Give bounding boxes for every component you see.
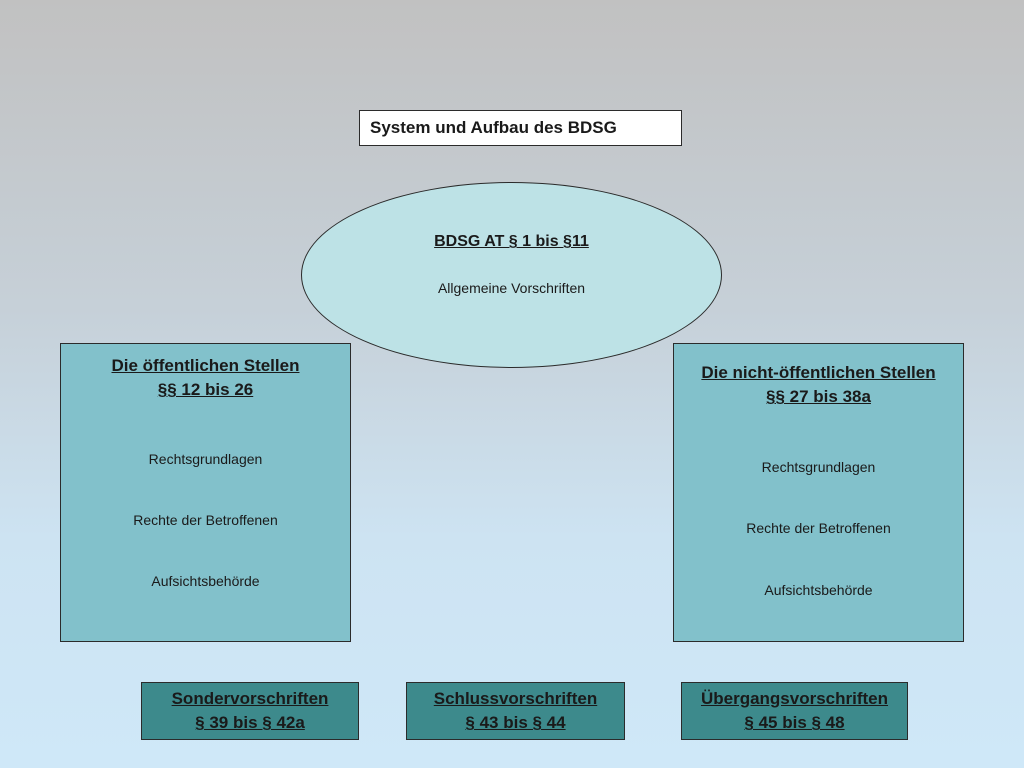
transitional-provisions-title: Übergangsvorschriften (700, 689, 889, 708)
public-bodies-item-data-subject-rights: Rechte der Betroffenen (133, 512, 278, 528)
non-public-bodies-box: Die nicht-öffentlichen Stellen §§ 27 bis… (673, 343, 964, 642)
non-public-bodies-item-legal-basis: Rechtsgrundlagen (761, 459, 876, 475)
general-provisions-heading: BDSG AT § 1 bis §11 (434, 233, 589, 250)
non-public-bodies-item-supervisory-authority: Aufsichtsbehörde (764, 582, 873, 598)
transitional-provisions-box: Übergangsvorschriften § 45 bis § 48 (681, 682, 908, 740)
diagram-title: System und Aufbau des BDSG (359, 110, 682, 146)
general-provisions-subtitle: Allgemeine Vorschriften (437, 280, 586, 296)
public-bodies-heading-line2: §§ 12 bis 26 (157, 380, 254, 399)
non-public-bodies-item-data-subject-rights: Rechte der Betroffenen (746, 520, 891, 536)
public-bodies-box: Die öffentlichen Stellen §§ 12 bis 26 Re… (60, 343, 351, 642)
special-provisions-title: Sondervorschriften (171, 689, 329, 708)
non-public-bodies-heading-line2: §§ 27 bis 38a (766, 387, 871, 406)
public-bodies-item-legal-basis: Rechtsgrundlagen (148, 451, 263, 467)
non-public-bodies-heading: Die nicht-öffentlichen Stellen §§ 27 bis… (674, 361, 963, 409)
special-provisions-range: § 39 bis § 42a (195, 713, 305, 732)
public-bodies-heading-line1: Die öffentlichen Stellen (111, 356, 300, 375)
special-provisions-box: Sondervorschriften § 39 bis § 42a (141, 682, 359, 740)
final-provisions-title: Schlussvorschriften (433, 689, 598, 708)
general-provisions-ellipse: BDSG AT § 1 bis §11 Allgemeine Vorschrif… (301, 182, 722, 368)
final-provisions-box: Schlussvorschriften § 43 bis § 44 (406, 682, 625, 740)
final-provisions-range: § 43 bis § 44 (465, 713, 566, 732)
public-bodies-heading: Die öffentlichen Stellen §§ 12 bis 26 (61, 354, 350, 402)
non-public-bodies-heading-line1: Die nicht-öffentlichen Stellen (701, 363, 936, 382)
transitional-provisions-range: § 45 bis § 48 (744, 713, 845, 732)
public-bodies-item-supervisory-authority: Aufsichtsbehörde (151, 573, 260, 589)
